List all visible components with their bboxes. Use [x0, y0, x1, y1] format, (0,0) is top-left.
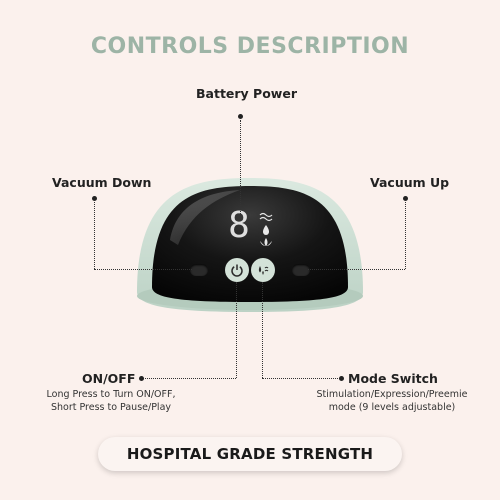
- vacuum-down-button[interactable]: [190, 264, 208, 276]
- mode-desc-line1: Stimulation/Expression/Preemie: [316, 389, 468, 400]
- mode-switch-leader-v: [262, 282, 263, 378]
- power-button[interactable]: [225, 258, 249, 282]
- vacuum-up-button[interactable]: [292, 264, 310, 276]
- mode-switch-leader-h: [262, 378, 342, 379]
- vacuum-down-dot: [92, 196, 97, 201]
- mode-switch-label: Mode Switch: [348, 371, 438, 386]
- vacuum-down-label: Vacuum Down: [52, 175, 152, 190]
- vacuum-down-leader-v: [94, 202, 95, 269]
- lotus-icon: [260, 238, 272, 246]
- wave-icon: [259, 212, 273, 222]
- battery-power-leader: [240, 120, 241, 216]
- mode-switch-dot: [339, 376, 344, 381]
- mode-desc-line2: mode (9 levels adjustable): [328, 402, 456, 413]
- vacuum-down-leader-h: [94, 269, 192, 270]
- on-off-description: Long Press to Turn ON/OFF, Short Press t…: [28, 388, 194, 414]
- mode-icon: [258, 266, 269, 275]
- vacuum-up-leader-v: [405, 202, 406, 269]
- on-off-leader-h: [142, 378, 236, 379]
- power-icon: [231, 264, 243, 277]
- on-off-dot: [139, 376, 144, 381]
- on-off-desc-line2: Short Press to Pause/Play: [50, 402, 172, 413]
- digital-display: 8: [228, 205, 250, 246]
- mode-switch-description: Stimulation/Expression/Preemie mode (9 l…: [306, 388, 478, 414]
- on-off-desc-line1: Long Press to Turn ON/OFF,: [46, 389, 176, 400]
- vacuum-up-label: Vacuum Up: [370, 175, 450, 190]
- page-title: CONTROLS DESCRIPTION: [90, 34, 410, 59]
- droplet-icon: [263, 225, 269, 235]
- on-off-leader-v: [236, 282, 237, 378]
- vacuum-up-dot: [403, 196, 408, 201]
- mode-button[interactable]: [251, 258, 275, 282]
- battery-power-label: Battery Power: [196, 86, 297, 101]
- hospital-grade-banner: HOSPITAL GRADE STRENGTH: [98, 437, 402, 471]
- battery-power-dot: [238, 114, 243, 119]
- vacuum-up-leader-h: [308, 269, 405, 270]
- on-off-label: ON/OFF: [82, 371, 136, 386]
